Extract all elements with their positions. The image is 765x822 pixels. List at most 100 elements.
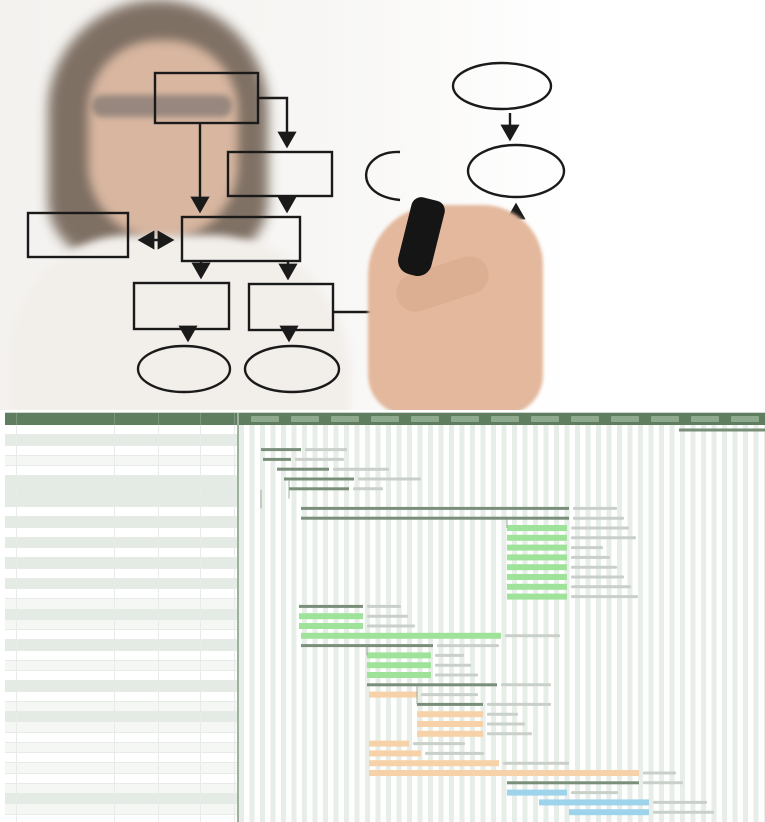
task-cell: [17, 497, 115, 506]
task-cell: [115, 784, 159, 793]
task-cell: [5, 528, 17, 537]
gantt-bar-label: [367, 605, 401, 608]
gantt-bar: [507, 594, 567, 600]
timeline-grid-column: [575, 425, 580, 822]
task-cell: [159, 558, 201, 567]
gantt-bar-label: [571, 595, 638, 598]
task-cell: [115, 774, 159, 783]
task-cell: [159, 722, 201, 731]
task-table: [5, 413, 239, 822]
timeline-grid-column: [260, 425, 265, 822]
task-cell: [115, 538, 159, 547]
timeline-grid-column: [239, 425, 244, 822]
task-cell: [17, 466, 115, 475]
task-cell: [17, 630, 115, 639]
task-row: [5, 784, 237, 794]
flow-box-top: [155, 73, 258, 123]
gantt-bar: [299, 605, 363, 608]
task-cell: [115, 692, 159, 701]
task-row: [5, 774, 237, 784]
task-row: [5, 569, 237, 579]
task-cell: [5, 476, 17, 485]
task-cell: [115, 794, 159, 803]
gantt-bar: [507, 574, 567, 580]
task-cell: [5, 435, 17, 444]
task-cell: [159, 763, 201, 772]
task-cell: [5, 722, 17, 731]
task-cell: [5, 425, 17, 434]
photo-panel: [0, 0, 765, 410]
timeline-grid-column: [281, 425, 286, 822]
task-row: [5, 712, 237, 722]
task-row: [5, 722, 237, 732]
task-row: [5, 548, 237, 558]
task-cell: [159, 466, 201, 475]
gantt-chart: [239, 413, 765, 822]
task-cell: [159, 712, 201, 721]
task-cell: [159, 610, 201, 619]
gantt-bar: [299, 623, 363, 629]
task-cell: [115, 517, 159, 526]
task-cell: [5, 507, 17, 516]
task-cell: [17, 671, 115, 680]
task-cell: [201, 579, 235, 588]
task-cell: [17, 640, 115, 649]
task-cell: [5, 630, 17, 639]
task-cell: [17, 692, 115, 701]
task-cell: [201, 589, 235, 598]
timeline-header-label: [331, 416, 359, 422]
task-cell: [115, 599, 159, 608]
task-cell: [5, 558, 17, 567]
gantt-bar: [417, 703, 483, 706]
timeline-grid-column: [596, 425, 601, 822]
timeline-header-label: [531, 416, 559, 422]
timeline-header-label: [611, 416, 639, 422]
timeline-grid-column: [628, 425, 633, 822]
task-cell: [115, 466, 159, 475]
task-row: [5, 528, 237, 538]
task-cell: [115, 548, 159, 557]
task-cell: [159, 497, 201, 506]
gantt-bar: [507, 790, 567, 796]
task-cell: [115, 425, 159, 434]
task-cell: [115, 712, 159, 721]
task-table-header: [5, 413, 237, 425]
task-cell: [17, 599, 115, 608]
task-cell: [201, 681, 235, 690]
task-cell: [159, 702, 201, 711]
task-cell: [159, 548, 201, 557]
task-cell: [5, 651, 17, 660]
gantt-bar: [369, 741, 409, 747]
task-cell: [115, 528, 159, 537]
task-row: [5, 743, 237, 753]
task-row: [5, 476, 237, 486]
task-cell: [17, 794, 115, 803]
task-cell: [201, 456, 235, 465]
task-cell: [201, 774, 235, 783]
gantt-bar-label: [295, 458, 344, 461]
gantt-bar-label: [505, 634, 560, 637]
timeline-grid-column: [617, 425, 622, 822]
task-cell: [115, 753, 159, 762]
gantt-bar: [507, 781, 639, 784]
gantt-bar: [369, 692, 417, 698]
timeline-header-label: [651, 416, 679, 422]
task-cell: [159, 794, 201, 803]
task-cell: [201, 651, 235, 660]
task-cell: [115, 569, 159, 578]
task-row: [5, 497, 237, 507]
task-cell: [17, 774, 115, 783]
task-cell: [5, 753, 17, 762]
task-cell: [5, 804, 17, 813]
task-cell: [17, 661, 115, 670]
task-row: [5, 640, 237, 650]
task-cell: [17, 456, 115, 465]
gantt-bar-label: [571, 791, 618, 794]
gantt-bar-label: [571, 527, 629, 530]
task-cell: [201, 784, 235, 793]
task-cell: [201, 610, 235, 619]
task-cell: [5, 446, 17, 455]
task-cell: [159, 671, 201, 680]
task-row: [5, 599, 237, 609]
timeline-grid-column: [607, 425, 612, 822]
